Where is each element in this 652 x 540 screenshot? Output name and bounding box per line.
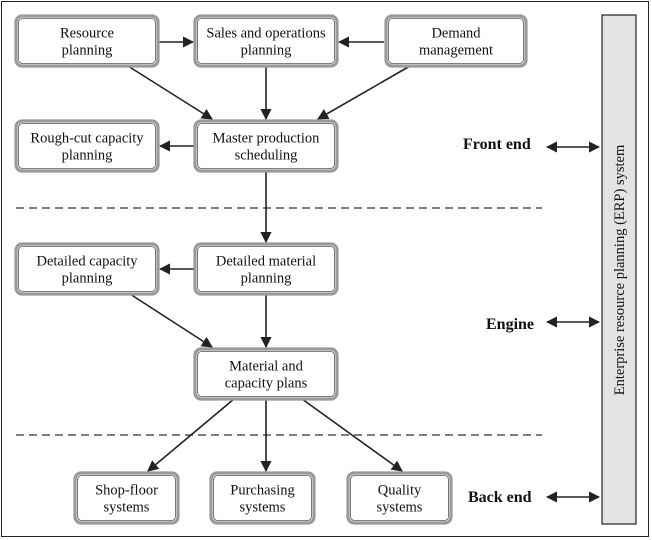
node-label-line: management	[419, 43, 493, 59]
edge-mcp-to-shop	[147, 398, 235, 472]
node-box	[193, 119, 339, 173]
edge-resource-to-mps	[127, 65, 213, 120]
node-box-inner	[77, 475, 176, 521]
node-box-inner	[213, 475, 312, 521]
node-label-line: planning	[62, 271, 113, 287]
node-box-inner	[388, 18, 524, 64]
node-label-line: scheduling	[235, 148, 298, 164]
node-label-line: Detailed material	[216, 254, 316, 270]
node-label-line: Resource	[60, 26, 114, 42]
node-box	[193, 14, 339, 68]
edge-demand-to-mps	[317, 65, 411, 120]
front-end-label: Front end	[463, 136, 531, 153]
back-end-label: Back end	[468, 489, 532, 506]
node-label-line: systems	[377, 500, 423, 516]
node-box	[73, 471, 180, 525]
node-label-line: Purchasing	[230, 483, 294, 499]
node-box	[346, 471, 453, 525]
node-box	[14, 14, 160, 68]
node-box-inner	[18, 246, 156, 292]
node-box-inner	[197, 18, 335, 64]
erp-system-label: Enterprise resource planning (ERP) syste…	[612, 144, 628, 395]
node-label-line: capacity plans	[225, 376, 308, 392]
node-box	[14, 119, 160, 173]
node-box-inner	[18, 18, 156, 64]
engine-label: Engine	[486, 316, 534, 333]
node-box-inner	[197, 246, 335, 292]
node-label-line: Demand	[431, 26, 481, 42]
node-box-inner	[18, 123, 156, 169]
node-label-line: planning	[62, 148, 113, 164]
node-label-line: planning	[241, 43, 292, 59]
edge-mcp-to-quality	[301, 398, 403, 472]
erp-system-bar	[601, 14, 637, 525]
node-box-inner	[350, 475, 449, 521]
node-box-inner	[197, 123, 335, 169]
edge-dcp-to-mcp	[129, 293, 213, 348]
node-label-line: Material and	[229, 359, 303, 375]
node-box	[193, 242, 339, 296]
node-box	[193, 347, 339, 401]
node-label-line: planning	[241, 271, 292, 287]
node-box-inner	[197, 351, 335, 397]
node-label-line: systems	[240, 500, 286, 516]
node-label-line: Rough-cut capacity	[30, 131, 144, 147]
node-label-line: Detailed capacity	[36, 254, 138, 270]
node-label-line: systems	[104, 500, 150, 516]
node-label-line: Quality	[378, 483, 422, 499]
node-box	[14, 242, 160, 296]
node-label-line: Master production	[213, 131, 320, 147]
node-box	[209, 471, 316, 525]
node-label-line: planning	[62, 43, 113, 59]
node-label-line: Shop-floor	[95, 483, 158, 499]
edges	[127, 36, 411, 473]
node-box	[384, 14, 528, 68]
node-label-line: Sales and operations	[206, 26, 326, 42]
